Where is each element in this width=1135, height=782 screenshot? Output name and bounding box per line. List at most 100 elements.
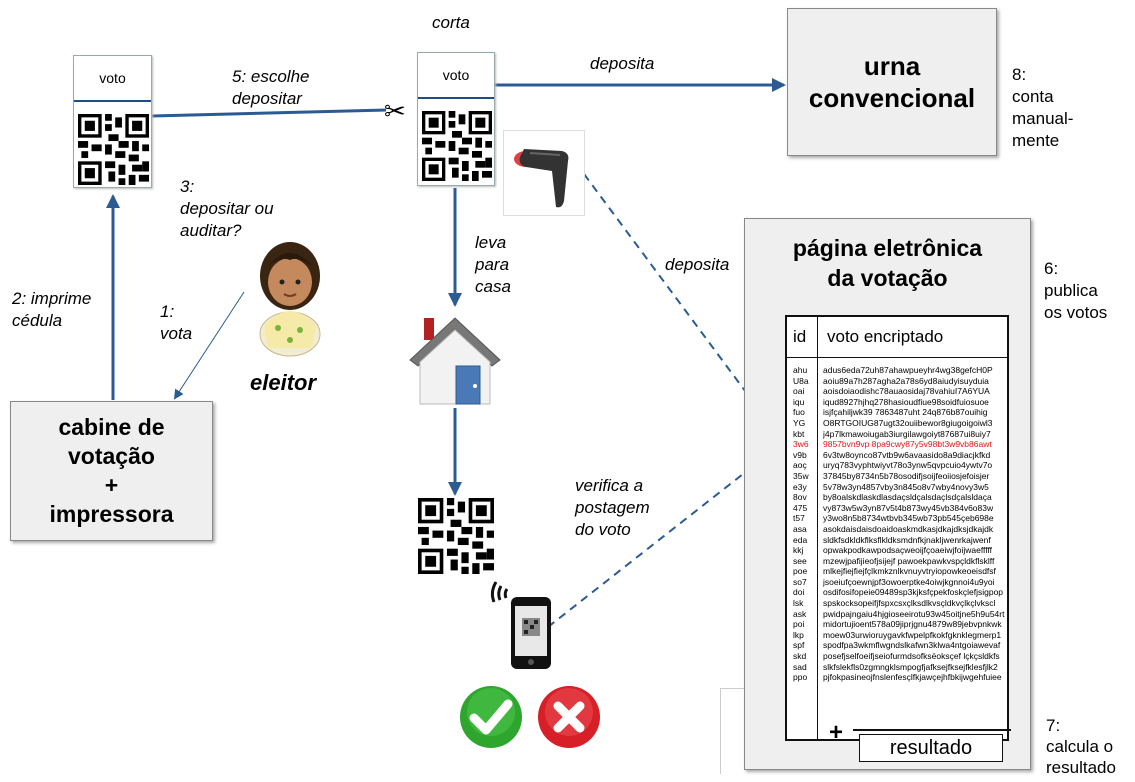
plus-sign: + (829, 719, 844, 746)
table-row-hash: adus6eda72uh87ahawpueyhr4wg38gefcH0P (823, 365, 993, 375)
barcode-scanner-icon (503, 130, 585, 216)
house-icon (406, 310, 504, 408)
cut-ballot-label: voto (418, 53, 494, 99)
table-row-id: ask (793, 608, 807, 619)
table-row-hash: mzewjpafijieofjsijejf pawoekpawkvspçldkf… (823, 555, 995, 566)
table-row-id: iqu (793, 396, 805, 407)
table-row-id: spf (793, 640, 805, 651)
printed-ballot: voto (73, 55, 152, 188)
web-page-title: página eletrônica da votação (792, 235, 983, 291)
qr-code-icon (78, 114, 149, 185)
table-row-hash: midortujioent578a09jiprjgnu4879w89jebvpn… (823, 619, 1002, 630)
table-row-id: 3w6 (793, 439, 809, 450)
table-row-hash: y3wo8n5b8734wtbvb345wb73pb545çeb698e (823, 513, 994, 524)
table-row-id: U8a (793, 375, 809, 386)
table-row-hash: 37845by8734n5b78osodifjsoijfeoiiosjefois… (823, 470, 990, 481)
table-row-hash: by8oalskdlaskdlasdaçsldçalsdaçlsdçalslda… (823, 492, 992, 503)
election-web-page: página eletrônica da votação id voto enc… (744, 218, 1031, 770)
table-row-hash: asokdaisdaisdoaidoaskmdkasjdkajdksjdkajd… (823, 523, 994, 534)
table-row-id: v9b (793, 449, 807, 460)
table-row-id: skd (793, 651, 807, 662)
voter-icon (254, 226, 326, 358)
voter-label: eleitor (250, 370, 317, 395)
qr-code-icon (422, 111, 492, 181)
table-row-id: lsk (793, 598, 804, 609)
table-row-hash: mlkejfiejfiejfçlkmkznlkvnuyvtryiopowkeoe… (823, 566, 996, 577)
table-row-hash: jsoeiufçoewnjpf3owoerptke4oiwjkgnnoi4u9y… (823, 576, 995, 587)
table-row-hash: slkfslekfls0zgmngklsmpogfjafksejfksejfkl… (823, 661, 998, 672)
table-row-hash: j4p7lkmawoiugab3iurgilawgoiyt87687ui8uiy… (823, 428, 991, 439)
page-shadow (720, 688, 750, 774)
arrow-phone-verify (547, 443, 782, 628)
table-row-id: 35w (793, 470, 809, 481)
arrow-choose-deposit (151, 108, 387, 118)
step8-label: 8: conta manual- mente (1012, 65, 1074, 150)
table-row-hash: spskocksopeifjfspxcsxçlksdlkvsçldkvçlkçl… (823, 598, 996, 609)
table-row-hash: aoisdoiaodishc78auaosidaj78vahiuI7A6YUA (823, 386, 990, 397)
table-row-hash: uryq783vyphtwiyvt78o3ynw5qvpcuio4ywtv7o (823, 460, 993, 471)
take-home-label: leva para casa (475, 233, 511, 296)
table-header: id voto encriptado (787, 317, 1007, 358)
table-row-id: eda (793, 534, 808, 545)
table-row-id: 8ov (793, 492, 807, 503)
corta-label: corta (432, 13, 470, 32)
qr-code-icon (418, 498, 494, 574)
scissors-icon: ✂ (384, 96, 406, 126)
table-row-id: t57 (793, 513, 805, 524)
cut-ballot: voto (417, 52, 495, 186)
table-row-hash: O8RTGOIUG87ugt32ouiibewor8giugoigoiwl3 (823, 417, 993, 428)
ballot-label: voto (74, 56, 151, 102)
table-row-id: asa (793, 523, 807, 534)
check-icon (458, 684, 524, 750)
table-row-id: ppo (793, 672, 808, 683)
table-row-hash: opwakpodkawpodsaçweoijfçoaeiwjfoijwaefff… (823, 545, 993, 556)
table-row-id: fuo (793, 407, 805, 418)
table-row-hash: 9857bvn9vp 8pa9cwy87y5v98bt3w9vb86awt (823, 439, 992, 450)
table-row-id: e3y (793, 481, 807, 492)
table-row-id: kbt (793, 428, 805, 439)
table-row-hash: iqud8927hjhq278hasioudfiue98soidfuiosuoe (823, 396, 989, 407)
table-row-id: oai (793, 386, 805, 397)
step5-label: 5: escolhe depositar (232, 67, 310, 108)
table-row-id: aoç (793, 460, 807, 471)
table-row-hash: isjfçahiljwk39 7863487uht 24q876b87ouihi… (823, 407, 988, 418)
table-row-id: so7 (793, 576, 807, 587)
step1-label: 1: vota (160, 302, 193, 343)
cross-icon (536, 684, 602, 750)
table-row-hash: posefjselfoeifjseiofurmdsofksëoksçef lçk… (823, 651, 1000, 662)
table-row-id: doi (793, 587, 805, 598)
result-box: resultado (859, 734, 1003, 762)
table-row-hash: spodfpa3wkmflwgndslkafwn3klwa4ntgoiaweva… (823, 640, 1001, 651)
col-id-header: id (793, 327, 807, 346)
step2-label: 2: imprime cédula (12, 289, 92, 330)
table-row-hash: aoiu89a7h287agha2a78s6yd8aiudyisuyduia (823, 375, 989, 386)
step7-label: 7: calcula o resultado (1046, 716, 1116, 777)
table-row-hash: pjfokpasineojfnslenfesçlfkjawçejhfbkijwg… (823, 672, 1002, 683)
col-vote-header: voto encriptado (827, 327, 944, 346)
deposita-top-label: deposita (590, 54, 655, 73)
conventional-urn: urna convencional (787, 8, 997, 156)
table-row-hash: pwidpajngaiu4hjgioseeirotu93w45oitjne5h9… (823, 608, 1005, 619)
table-row-hash: 6v3tw8oynco87vtb9w6avaasido8a9diacjkfkd (823, 449, 991, 460)
wireless-icon (488, 574, 518, 606)
table-row-id: 475 (793, 502, 808, 513)
arrow-vote (173, 291, 245, 400)
step6-label: 6: publica os votos (1044, 259, 1108, 322)
table-row-hash: vy873w5w3yn87v5t4b873wy45vb384v6o83w (823, 502, 994, 513)
urn-title: urna convencional (808, 51, 976, 113)
table-row-hash: osdifosifopeie09489sp3kjksfçpekfoskçlefj… (823, 587, 1004, 598)
table-row-id: sad (793, 661, 807, 672)
table-row-id: ahu (793, 365, 808, 375)
voting-booth: cabine de votação + impressora (10, 401, 213, 541)
table-row-hash: 5v78w3yn4857vby3n845o8v7wby4novy3w5 (823, 481, 989, 492)
booth-title: cabine de votação + impressora (49, 414, 174, 527)
table-row-hash: moew03urwioruygavkfwpelpfkokfgknklegmerp… (823, 629, 1002, 640)
table-row-id: poe (793, 566, 808, 577)
table-row-hash: sldkfsdkldkflksflkldksmdnfkjnakljwenrkaj… (823, 534, 991, 545)
verify-label: verifica a postagem do voto (575, 476, 650, 539)
sum-line (853, 729, 1011, 731)
